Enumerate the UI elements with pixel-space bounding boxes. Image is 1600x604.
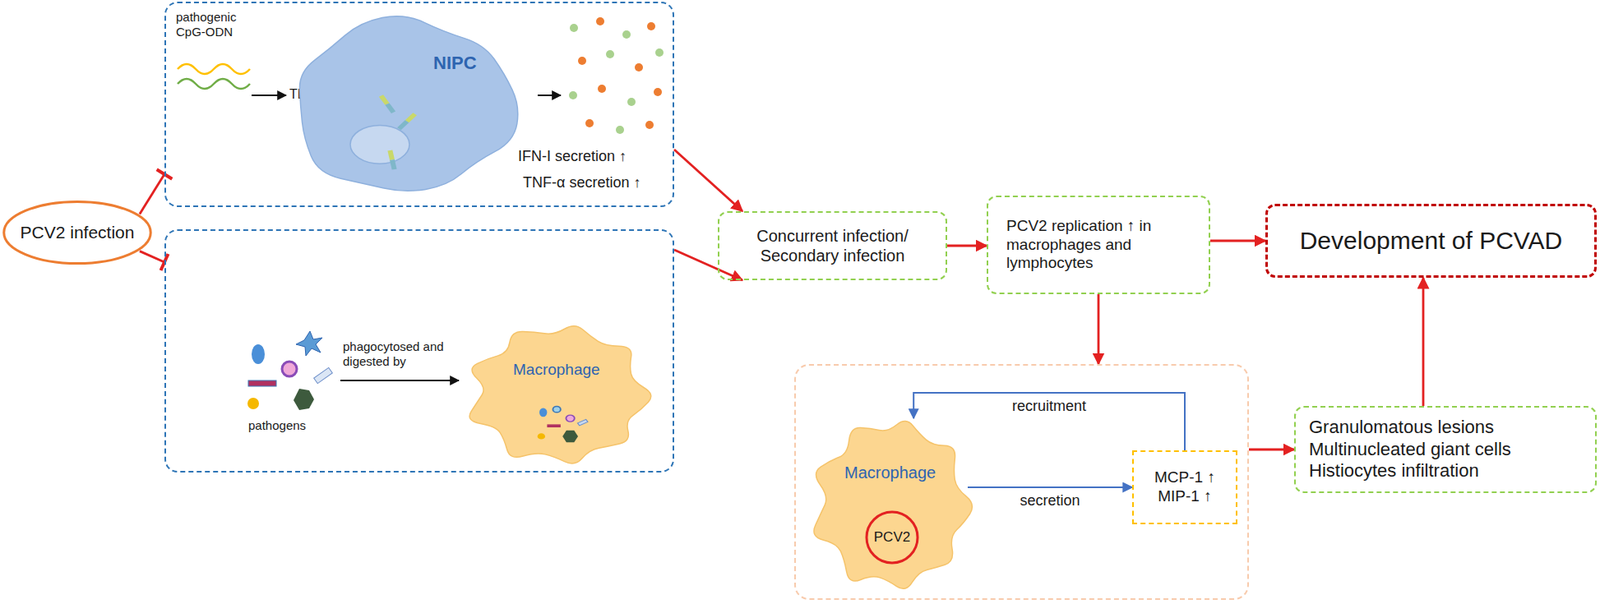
cytokine-dot (627, 97, 636, 107)
node-text: Concurrent infection/ Secondary infectio… (730, 226, 935, 266)
cytokine-dot (622, 30, 631, 39)
cytokine-dot (645, 120, 654, 130)
node-text: Histiocytes infiltration (1308, 460, 1480, 482)
cytokine-dot (585, 119, 594, 128)
cytokine-dot (578, 56, 587, 65)
pathogen (539, 407, 547, 417)
cell-body (813, 420, 972, 589)
pathogen (537, 433, 546, 440)
macrophage-cell: Macrophage (462, 319, 656, 470)
pathway-arrow (139, 251, 165, 263)
node-text: Development of PCVAD (1299, 226, 1564, 256)
cytokine-dot (634, 63, 643, 72)
node-text: MCP-1 ↑ (1154, 468, 1216, 488)
node-text: Granulomatous lesions (1308, 416, 1494, 439)
cytokine-dot (569, 23, 579, 33)
cytokine-dot (596, 17, 605, 26)
nipc-cell: NIPC (281, 9, 528, 203)
node-text: PCV2 (873, 529, 911, 546)
pathogen (546, 424, 560, 428)
pathway-arrow (1248, 448, 1295, 452)
pathogen (247, 397, 259, 410)
cpg-strand (177, 64, 250, 74)
infected-macrophage: MacrophagePCV2 (807, 413, 976, 597)
pathogen (251, 344, 265, 365)
virus-circle: PCV2 (864, 510, 920, 565)
edge-label: secretion (1017, 492, 1083, 511)
node-text: pathogens (248, 418, 306, 434)
infection-ellipse: PCV2 infection (1, 199, 153, 266)
pathway-arrow (139, 174, 165, 214)
pathway-arrow (674, 249, 743, 281)
node-text: NIPC (433, 52, 477, 74)
edge-label: recruitment (1009, 397, 1089, 417)
pathway-arrow (1210, 240, 1266, 243)
pathway-arrow (1422, 277, 1425, 407)
pathogen (552, 406, 560, 413)
tlr-receptor (379, 94, 396, 114)
pathogen (577, 419, 588, 426)
pathogen (314, 367, 333, 384)
cell-body (299, 16, 518, 191)
macrophage-cell (462, 319, 656, 470)
nipc-panel: pathogenic CpG-ODNTLRsIFN-I secretion ↑T… (164, 1, 675, 208)
cytokine-dot (597, 84, 606, 93)
cytokine-dot (655, 48, 664, 57)
node-text: PCV2 infection (20, 221, 135, 243)
cytokine-dot (568, 91, 578, 100)
feedback-arrow (967, 486, 1133, 489)
process-box: PCV2 replication ↑ in macrophages and ly… (986, 195, 1211, 295)
node-text: TNF-α secretion ↑ (522, 174, 641, 193)
outcome-box: Development of PCVAD (1265, 203, 1597, 278)
node-text: pathogenic CpG-ODN (175, 9, 269, 40)
node-text: phagocytosed and digested by (342, 339, 458, 370)
node-text: PCV2 replication ↑ in macrophages and ly… (1006, 217, 1191, 273)
pathogen (295, 331, 323, 357)
feedback-arrow (913, 393, 1185, 451)
pathogen (293, 388, 315, 411)
node-text: Macrophage (844, 462, 936, 483)
process-box: Concurrent infection/ Secondary infectio… (717, 211, 948, 281)
node-text: MIP-1 ↑ (1157, 487, 1212, 507)
cytokine-dot (605, 50, 615, 59)
secretion-arrow (537, 94, 561, 97)
chemokine-box: MCP-1 ↑MIP-1 ↑ (1132, 450, 1238, 525)
binding-arrow (251, 94, 287, 97)
pathway-arrow (947, 245, 987, 248)
cpg-strand (177, 78, 250, 89)
tlr-receptor (397, 112, 417, 130)
phagocytosis-arrow (340, 379, 459, 382)
cell-nucleus (350, 124, 410, 164)
macrophage-panel: pathogens phagocytosed and digested by Mac… (164, 229, 675, 473)
tlr-receptor (387, 150, 397, 171)
cytokine-dot (615, 125, 625, 135)
nipc-cell (281, 9, 528, 203)
pathway-arrow (674, 149, 743, 212)
pathogen (248, 380, 277, 387)
node-text: Macrophage (513, 360, 601, 380)
cytokine-dot (647, 22, 656, 31)
node-text: Multinucleated giant cells (1308, 439, 1512, 461)
pathogen (565, 415, 574, 422)
cell-body (469, 326, 652, 464)
pathogen (282, 361, 297, 377)
macrophage-cell (807, 413, 976, 597)
cytokine-dot (653, 87, 662, 97)
pathogen (562, 430, 579, 444)
lesion-box: Granulomatous lesionsMultinucleated gian… (1294, 406, 1597, 494)
node-text: IFN-I secretion ↑ (517, 147, 627, 167)
pathway-arrow (1097, 294, 1101, 365)
